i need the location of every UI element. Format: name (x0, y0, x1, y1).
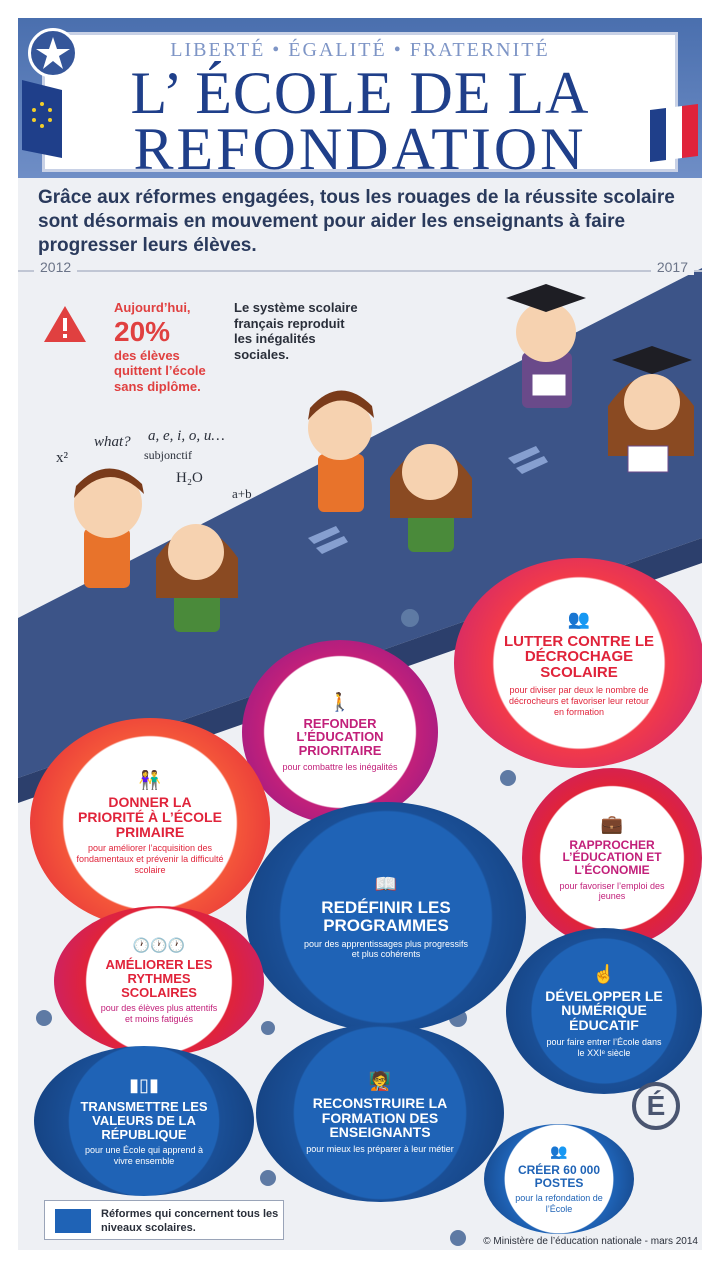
gear-economie-sub: pour favoriser l’emploi des jeunes (559, 880, 665, 902)
children-walking-icon: 🚶 (328, 691, 352, 712)
education-logo: É (632, 1082, 680, 1130)
note-a-plus-b: a+b (232, 486, 252, 501)
motto: LIBERTÉ • ÉGALITÉ • FRATERNITÉ (170, 39, 550, 61)
stat-tail: des élèves quittent l’école sans diplôme… (114, 347, 206, 394)
book-icon: 📖 (374, 873, 398, 894)
dropout-stat: Aujourd’hui, 20% des élèves quittent l’é… (114, 300, 224, 394)
gear-decrochage-title: LUTTER CONTRE LE DÉCROCHAGE SCOLAIRE (504, 632, 654, 682)
gear-postes: 👥 CRÉER 60 000 POSTES pour la refondatio… (484, 1124, 634, 1234)
students-icon: 👥 (567, 608, 591, 629)
gear-valeurs-sub: pour une École qui apprend à vivre ensem… (84, 1145, 204, 1166)
note-vowels: a, e, i, o, u… (148, 428, 225, 444)
student-1 (74, 468, 144, 588)
gear-primaire-title: DONNER LA PRIORITÉ À L’ÉCOLE PRIMAIRE (78, 794, 222, 840)
gear-economie: 💼 RAPPROCHER L’ÉDUCATION ET L’ÉCONOMIE p… (522, 768, 702, 948)
gear-programmes-sub: pour des apprentissages plus progressifs… (303, 938, 469, 960)
people-icon: 👥 (550, 1143, 568, 1160)
graduate-2 (608, 346, 694, 473)
header-banner: LIBERTÉ • ÉGALITÉ • FRATERNITÉ L’ ÉCOLE … (18, 18, 702, 179)
eu-flag-icon (22, 80, 62, 158)
legend-text: Réformes qui concernent tous les niveaux… (101, 1208, 279, 1235)
gear-postes-title: CRÉER 60 000 POSTES (517, 1163, 601, 1190)
gear-rythmes: 🕐🕐🕐 AMÉLIORER LES RYTHMES SCOLAIRES pour… (54, 906, 264, 1056)
title-frame: LIBERTÉ • ÉGALITÉ • FRATERNITÉ L’ ÉCOLE … (42, 32, 678, 179)
gear-valeurs: ▮▯▮ TRANSMETTRE LES VALEURS DE LA RÉPUBL… (34, 1046, 254, 1196)
gear-economie-title: RAPPROCHER L’ÉDUCATION ET L’ÉCONOMIE (562, 837, 662, 877)
clocks-icon: 🕐🕐🕐 (132, 937, 186, 954)
gear-prioritaire-sub: pour combattre les inégalités (282, 761, 398, 772)
gear-rythmes-title: AMÉLIORER LES RYTHMES SCOLAIRES (105, 957, 213, 1000)
briefcase-icon: 💼 (600, 813, 624, 834)
gear-numerique: ☝ DÉVELOPPER LE NUMÉRIQUE ÉDUCATIF pour … (506, 928, 702, 1094)
gear-formation: 🧑‍🏫 RECONSTRUIRE LA FORMATION DES ENSEIG… (256, 1024, 504, 1202)
student-4 (390, 444, 472, 552)
gear-postes-sub: pour la refondation de l’École (515, 1193, 603, 1215)
timeline-line (18, 270, 702, 272)
note-what: what? (94, 434, 131, 450)
gear-decrochage-sub: pour diviser par deux le nombre de décro… (508, 684, 650, 717)
gear-programmes-title: REDÉFINIR LES PROGRAMMES (321, 897, 451, 935)
legend-box: Réformes qui concernent tous les niveaux… (44, 1200, 284, 1240)
year-end: 2017 (650, 259, 694, 275)
gear-prioritaire-title: REFONDER L’ÉDUCATION PRIORITAIRE (296, 715, 384, 758)
credit-line: © Ministère de l’éducation nationale - m… (483, 1236, 698, 1247)
pointer-hand-icon: ☝ (592, 963, 616, 984)
student-3 (308, 390, 374, 512)
gear-numerique-sub: pour faire entrer l’École dans le XXIᵉ s… (546, 1036, 662, 1058)
stat-percent: 20% (114, 315, 171, 347)
star-badge-icon (28, 28, 78, 78)
gear-primaire-sub: pour améliorer l’acquisition des fondame… (76, 843, 224, 875)
gear-primaire: 👫 DONNER LA PRIORITÉ À L’ÉCOLE PRIMAIRE … (30, 718, 270, 928)
graduate-1 (506, 284, 586, 408)
note-h2o: H₂O (176, 470, 203, 486)
legend-swatch (55, 1209, 91, 1233)
note-x-squared: x² (56, 450, 68, 466)
year-start: 2012 (34, 259, 78, 275)
gear-valeurs-title: TRANSMETTRE LES VALEURS DE LA RÉPUBLIQUE (80, 1099, 208, 1142)
warning-icon (44, 306, 86, 342)
stat-lead: Aujourd’hui, (114, 300, 191, 315)
gear-decrochage: 👥 LUTTER CONTRE LE DÉCROCHAGE SCOLAIRE p… (454, 558, 702, 768)
note-subjonctif: subjonctif (144, 448, 192, 462)
teacher-board-icon: 🧑‍🏫 (368, 1071, 392, 1092)
gear-rythmes-sub: pour des élèves plus attentifs et moins … (100, 1003, 218, 1024)
system-text: Le système scolaire français reproduit l… (234, 300, 358, 362)
gear-numerique-title: DÉVELOPPER LE NUMÉRIQUE ÉDUCATIF (545, 987, 663, 1034)
children-icon: 👫 (138, 770, 162, 791)
poster: LIBERTÉ • ÉGALITÉ • FRATERNITÉ L’ ÉCOLE … (18, 18, 702, 1250)
student-2 (156, 524, 238, 632)
intro-text: Grâce aux réformes engagées, tous les ro… (38, 187, 675, 256)
gear-programmes: 📖 REDÉFINIR LES PROGRAMMES pour des appr… (246, 802, 526, 1032)
timeline: 2012 2017 (18, 258, 702, 284)
french-flag-small-icon: ▮▯▮ (129, 1075, 159, 1096)
gear-formation-sub: pour mieux les préparer à leur métier (306, 1144, 454, 1155)
gear-prioritaire: 🚶 REFONDER L’ÉDUCATION PRIORITAIRE pour … (242, 640, 438, 824)
french-flag-icon (650, 104, 698, 162)
title-line-1: L’ ÉCOLE DE LA (130, 60, 590, 126)
gear-formation-title: RECONSTRUIRE LA FORMATION DES ENSEIGNANT… (312, 1095, 448, 1141)
title-line-2: REFONDATION (133, 116, 587, 182)
